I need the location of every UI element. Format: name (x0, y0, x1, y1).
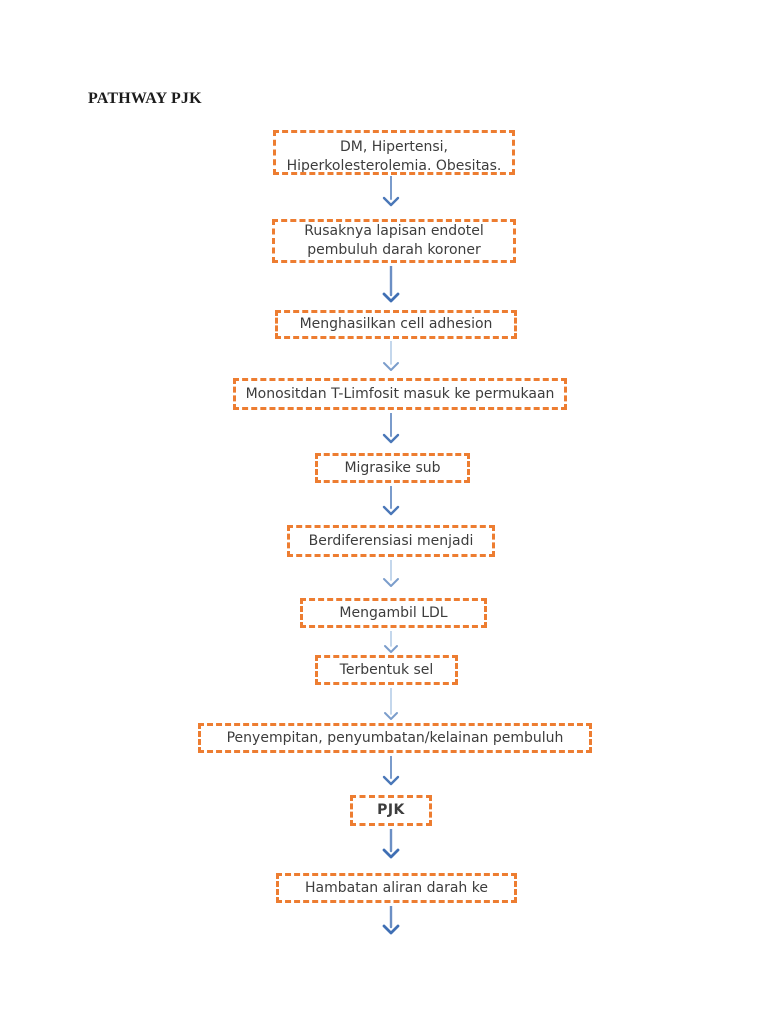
flow-node-cell-formation: Terbentuk sel (315, 655, 458, 685)
flow-node-risk-factors: DM, Hipertensi, Hiperkolesterolemia. Obe… (273, 130, 515, 175)
down-arrow-icon (384, 688, 398, 720)
flow-node-label: Migrasike sub (344, 459, 441, 476)
down-arrow-icon (383, 560, 399, 587)
flow-node-blood-flow-obstruction: Hambatan aliran darah ke (276, 873, 517, 903)
flow-node-differentiation: Berdiferensiasi menjadi (287, 525, 495, 557)
down-arrow-icon (382, 756, 400, 786)
down-arrow-icon (382, 413, 400, 444)
flow-node-pjk: PJK (350, 795, 432, 826)
flow-node-label: Menghasilkan cell adhesion (299, 316, 493, 332)
flow-node-label: Terbentuk sel (339, 661, 434, 678)
flow-node-monocyte-tlymphocyte: Monositdan T-Limfosit masuk ke permukaan (233, 378, 567, 410)
flow-node-label: DM, Hipertensi, Hiperkolesterolemia. Obe… (286, 139, 502, 174)
flow-node-label: PJK (377, 802, 405, 818)
flow-node-cell-adhesion: Menghasilkan cell adhesion (275, 310, 517, 339)
down-arrow-icon (384, 631, 398, 653)
flow-node-migration: Migrasike sub (315, 453, 470, 483)
flow-node-label: Monositdan T-Limfosit masuk ke permukaan (245, 385, 555, 402)
down-arrow-icon (382, 829, 400, 859)
flow-node-vessel-narrowing: Penyempitan, penyumbatan/kelainan pembul… (198, 723, 592, 753)
flow-node-label: Penyempitan, penyumbatan/kelainan pembul… (226, 729, 564, 746)
flow-node-endothelial-damage: Rusaknya lapisan endotel pembuluh darah … (272, 219, 516, 263)
page-title: PATHWAY PJK (88, 90, 202, 107)
down-arrow-icon (383, 341, 399, 371)
flow-node-ldl-uptake: Mengambil LDL (300, 598, 487, 628)
down-arrow-icon (382, 266, 400, 303)
down-arrow-icon (382, 176, 400, 207)
down-arrow-icon (382, 906, 400, 935)
flow-node-label: Mengambil LDL (339, 604, 448, 621)
flow-node-label: Hambatan aliran darah ke (305, 879, 488, 896)
flow-node-label: Rusaknya lapisan endotel pembuluh darah … (304, 223, 484, 258)
down-arrow-icon (382, 486, 400, 516)
flow-node-label: Berdiferensiasi menjadi (308, 532, 474, 549)
